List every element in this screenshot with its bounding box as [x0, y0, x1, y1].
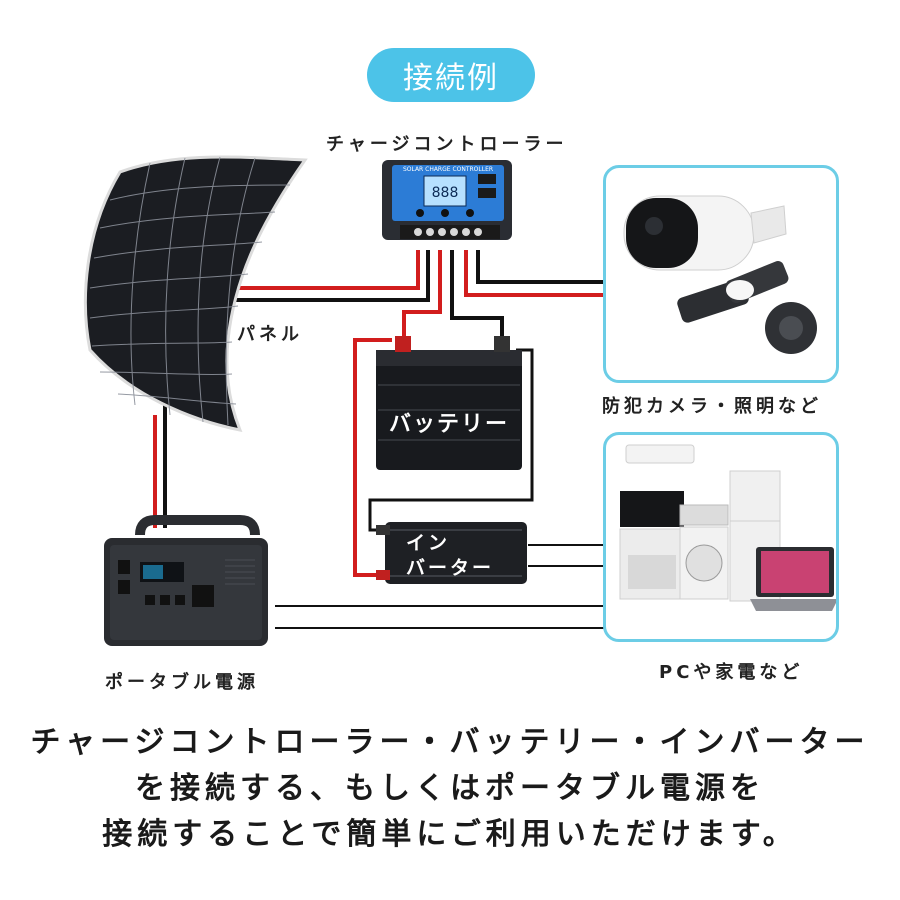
caption-line-3: 接続することで簡単にご利用いただけます。	[102, 817, 798, 852]
caption: チャージコントローラー・バッテリー・インバーター を接続する、もしくはポータブル…	[0, 720, 900, 858]
portable-power-image	[104, 515, 268, 646]
inverter-to-appliances-wires	[528, 544, 605, 567]
camera-box	[603, 165, 839, 383]
battery-image	[376, 336, 522, 470]
title-text: 接続例	[403, 61, 499, 96]
portable-power-label: ポータブル電源	[105, 672, 259, 693]
controller-brand-text: SOLAR CHARGE CONTROLLER	[403, 166, 493, 173]
cameras-label: 防犯カメラ・照明など	[602, 396, 822, 417]
portable-to-appliances-wires	[275, 605, 605, 629]
panel-label: パネル	[237, 324, 303, 345]
appliances-label: PCや家電など	[659, 662, 804, 683]
appliances-box	[603, 432, 839, 642]
inverter-label-line1: イン	[406, 532, 451, 554]
inverter-image	[376, 522, 527, 584]
inverter-label-line2: バーター	[406, 557, 495, 579]
solar-panel-image	[83, 155, 308, 433]
appliances-image	[619, 444, 838, 611]
panel-to-portable-wires	[153, 405, 167, 528]
panel-to-controller-wires	[230, 250, 430, 302]
connection-diagram: SOLAR CHARGE CONTROLLER 888	[83, 155, 605, 646]
controller-to-battery-wires	[402, 250, 504, 345]
caption-line-1: チャージコントローラー・バッテリー・インバーター	[30, 725, 870, 760]
camera-light-image	[623, 195, 817, 354]
controller-label: チャージコントローラー	[326, 134, 568, 155]
charge-controller-image: SOLAR CHARGE CONTROLLER 888	[382, 160, 512, 240]
title-badge: 接続例	[367, 48, 535, 102]
battery-to-inverter-wires	[353, 338, 534, 577]
battery-label: バッテリー	[389, 412, 510, 437]
caption-line-2: を接続する、もしくはポータブル電源を	[135, 771, 765, 806]
controller-display-text: 888	[432, 185, 459, 201]
controller-to-load-wires	[464, 250, 605, 297]
